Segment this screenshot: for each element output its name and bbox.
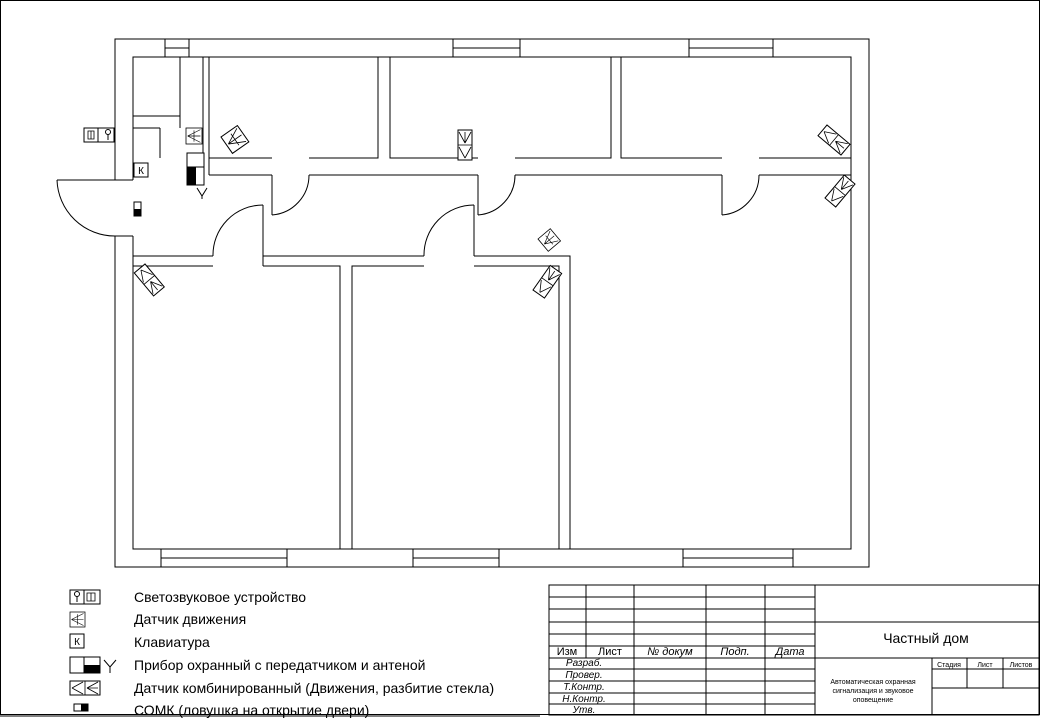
device-combined-sensor-room2-icon — [457, 129, 473, 161]
device-keypad-icon: К — [133, 162, 149, 178]
tb-role-razrab: Разраб. — [566, 657, 602, 669]
device-combined-sensor-room4-icon — [133, 263, 165, 297]
legend-label-siren: Светозвуковое устройство — [134, 589, 306, 605]
device-door-contact-icon — [133, 201, 142, 217]
tb-sheet-header: Лист — [977, 662, 993, 669]
tb-role-tkontr: Т.Контр. — [563, 682, 605, 693]
device-motion-sensor-room1-icon — [220, 125, 250, 154]
legend-label-motion-sensor: Датчик движения — [134, 611, 246, 627]
legend-combined-sensor-icon — [69, 680, 101, 696]
legend-label-combined-sensor: Датчик комбинированный (Движения, разбит… — [134, 680, 494, 696]
device-siren-icon — [83, 127, 115, 143]
tb-role-nkontr: Н.Контр. — [562, 694, 606, 705]
legend-control-panel-icon — [69, 656, 117, 674]
device-combined-sensor-room3-icon — [817, 124, 851, 156]
tb-role-prover: Провер. — [565, 670, 602, 681]
tb-role-utv: Утв. — [572, 705, 596, 716]
title-block — [548, 584, 1040, 716]
device-control-panel-icon — [186, 152, 208, 199]
device-motion-sensor-wc-icon — [185, 127, 203, 145]
tb-header-date: Дата — [773, 646, 804, 658]
legend-door-contact-icon — [73, 703, 89, 712]
tb-header-izm: Изм — [557, 646, 578, 658]
legend-motion-sensor-icon — [69, 611, 86, 628]
tb-description-line1: Автоматическая охранная — [830, 679, 916, 686]
legend-keypad-icon: К — [69, 633, 85, 649]
legend-label-control-panel: Прибор охранный с передатчиком и антеной — [134, 657, 425, 673]
title-block-text: Изм Лист № докум Подп. Дата Разраб. Пров… — [557, 630, 1033, 716]
tb-header-sign: Подп. — [720, 646, 749, 658]
tb-header-list: Лист — [598, 646, 622, 658]
tb-sheets-header: Листов — [1010, 662, 1033, 669]
legend-label-keypad: Клавиатура — [134, 634, 210, 650]
legend-label-door-contact: СОМК (ловушка на открытие двери) — [134, 702, 369, 718]
tb-stage-header: Стадия — [937, 662, 961, 669]
svg-text:К: К — [74, 637, 80, 648]
tb-description-line2: сигнализация и звуковое — [832, 688, 913, 695]
tb-header-doc: № докум — [647, 646, 693, 658]
device-combined-sensor-room5-icon — [532, 264, 563, 299]
tb-description-line3: оповещение — [853, 697, 893, 704]
tb-project-name: Частный дом — [883, 630, 969, 646]
device-motion-sensor-corridor-icon — [537, 228, 561, 252]
legend-siren-icon — [69, 589, 101, 605]
svg-text:К: К — [138, 166, 144, 177]
building-walls — [56, 38, 870, 568]
legend: Светозвуковое устройство Датчик движения… — [69, 589, 494, 718]
